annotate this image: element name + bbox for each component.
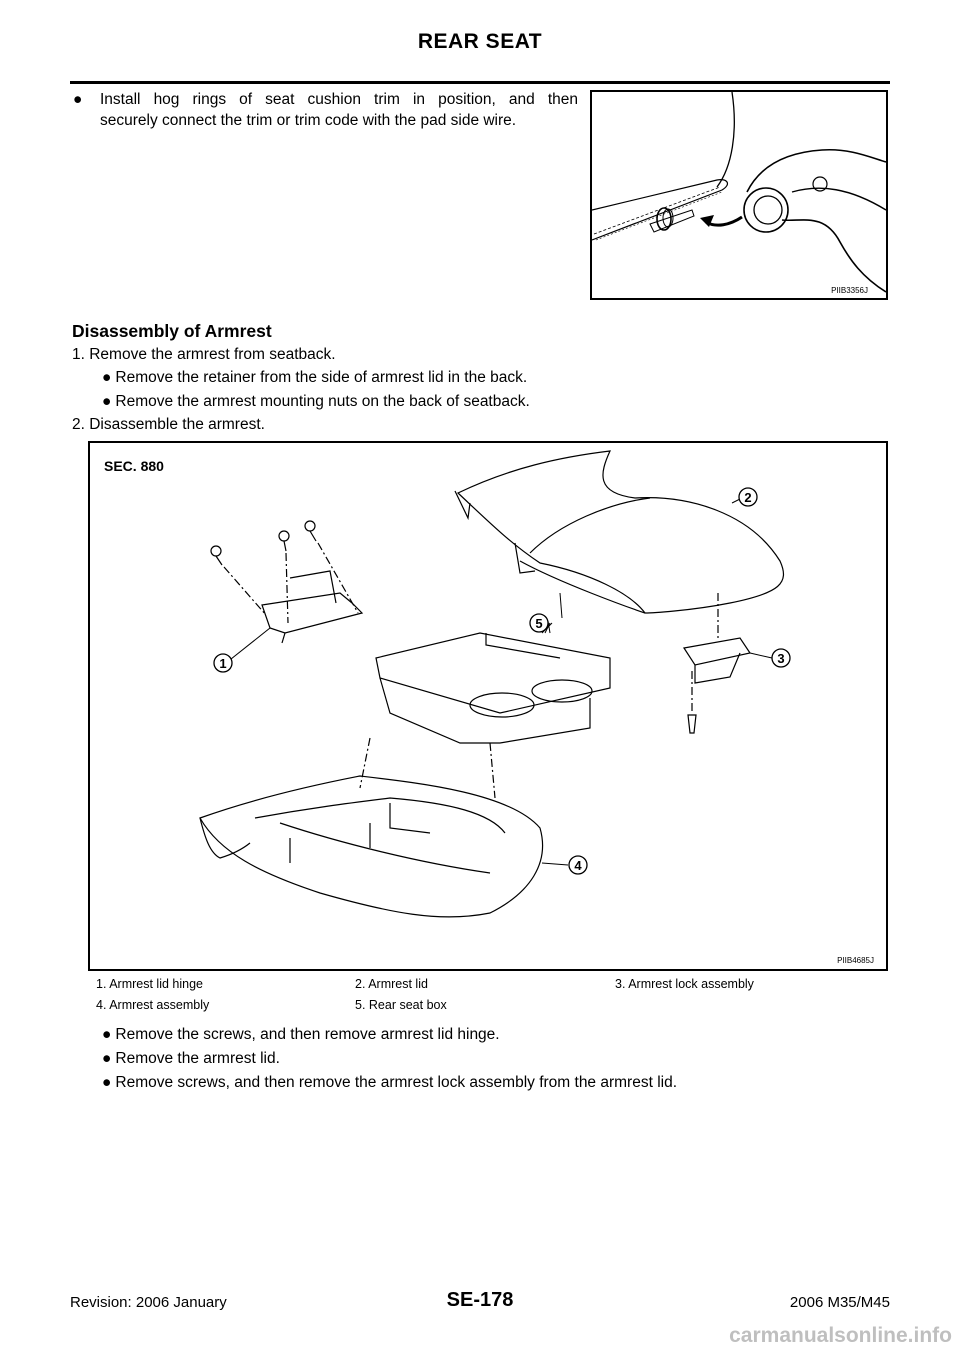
svg-text:4: 4 [574, 858, 582, 873]
intro-text-2: securely connect the trim or trim code w… [100, 112, 517, 129]
bullet-icon: ● [73, 91, 83, 108]
header-rule [70, 81, 890, 84]
section-heading: Disassembly of Armrest [72, 321, 272, 341]
figure-armrest-exploded: SEC. 880 [88, 441, 888, 971]
footer-revision: Revision: 2006 January [70, 1294, 227, 1311]
intro-line-2: securely connect the trim or trim code w… [73, 110, 578, 131]
intro-text-1: Install hog rings of seat cushion trim i… [100, 91, 578, 108]
step-2: 2. Disassemble the armrest. [72, 416, 265, 433]
bullet-icon: ● [102, 1074, 112, 1091]
callout-3: 3 [771, 648, 791, 668]
page-title: REAR SEAT [417, 30, 543, 53]
step-1-bullet-1: ●Remove the retainer from the side of ar… [102, 369, 528, 386]
step-1: 1. Remove the armrest from seatback. [72, 346, 336, 363]
svg-text:1: 1 [219, 656, 226, 671]
callout-2: 2 [738, 487, 758, 507]
intro-paragraph: ● Install hog rings of seat cushion trim… [73, 89, 578, 131]
final-bullet-1: ●Remove the screws, and then remove armr… [102, 1026, 500, 1043]
section-number: SEC. 880 [104, 458, 164, 474]
page-number: SE-178 [446, 1289, 514, 1311]
svg-text:2: 2 [744, 490, 751, 505]
callout-1: 1 [213, 653, 233, 673]
bullet-icon: ● [102, 369, 112, 386]
intro-line-1: ● Install hog rings of seat cushion trim… [73, 89, 578, 110]
figure-code: PIIB4685J [837, 956, 874, 965]
hog-ring-pliers-illustration [592, 92, 886, 293]
final-bullet-3: ●Remove screws, and then remove the armr… [102, 1074, 678, 1091]
figure-code: PIIB3356J [831, 286, 868, 295]
watermark: carmanualsonline.info [729, 1324, 952, 1347]
bullet-icon: ● [102, 393, 112, 410]
legend-5: 5. Rear seat box [355, 998, 447, 1012]
footer-model: 2006 M35/M45 [789, 1294, 890, 1311]
legend-2: 2. Armrest lid [355, 977, 428, 991]
legend-1: 1. Armrest lid hinge [96, 977, 203, 991]
bullet-icon: ● [102, 1050, 112, 1067]
svg-text:5: 5 [535, 616, 542, 631]
legend-3: 3. Armrest lock assembly [615, 977, 754, 991]
final-bullet-2: ●Remove the armrest lid. [102, 1050, 280, 1067]
legend-4: 4. Armrest assembly [96, 998, 210, 1012]
step-1-bullet-2: ●Remove the armrest mounting nuts on the… [102, 393, 530, 410]
figure-hog-ring: PIIB3356J [590, 90, 888, 300]
bullet-icon: ● [102, 1026, 112, 1043]
armrest-exploded-illustration: 1 2 3 4 5 [199, 450, 791, 918]
svg-text:3: 3 [777, 651, 784, 666]
callout-4: 4 [568, 855, 588, 875]
callout-5: 5 [529, 613, 549, 633]
